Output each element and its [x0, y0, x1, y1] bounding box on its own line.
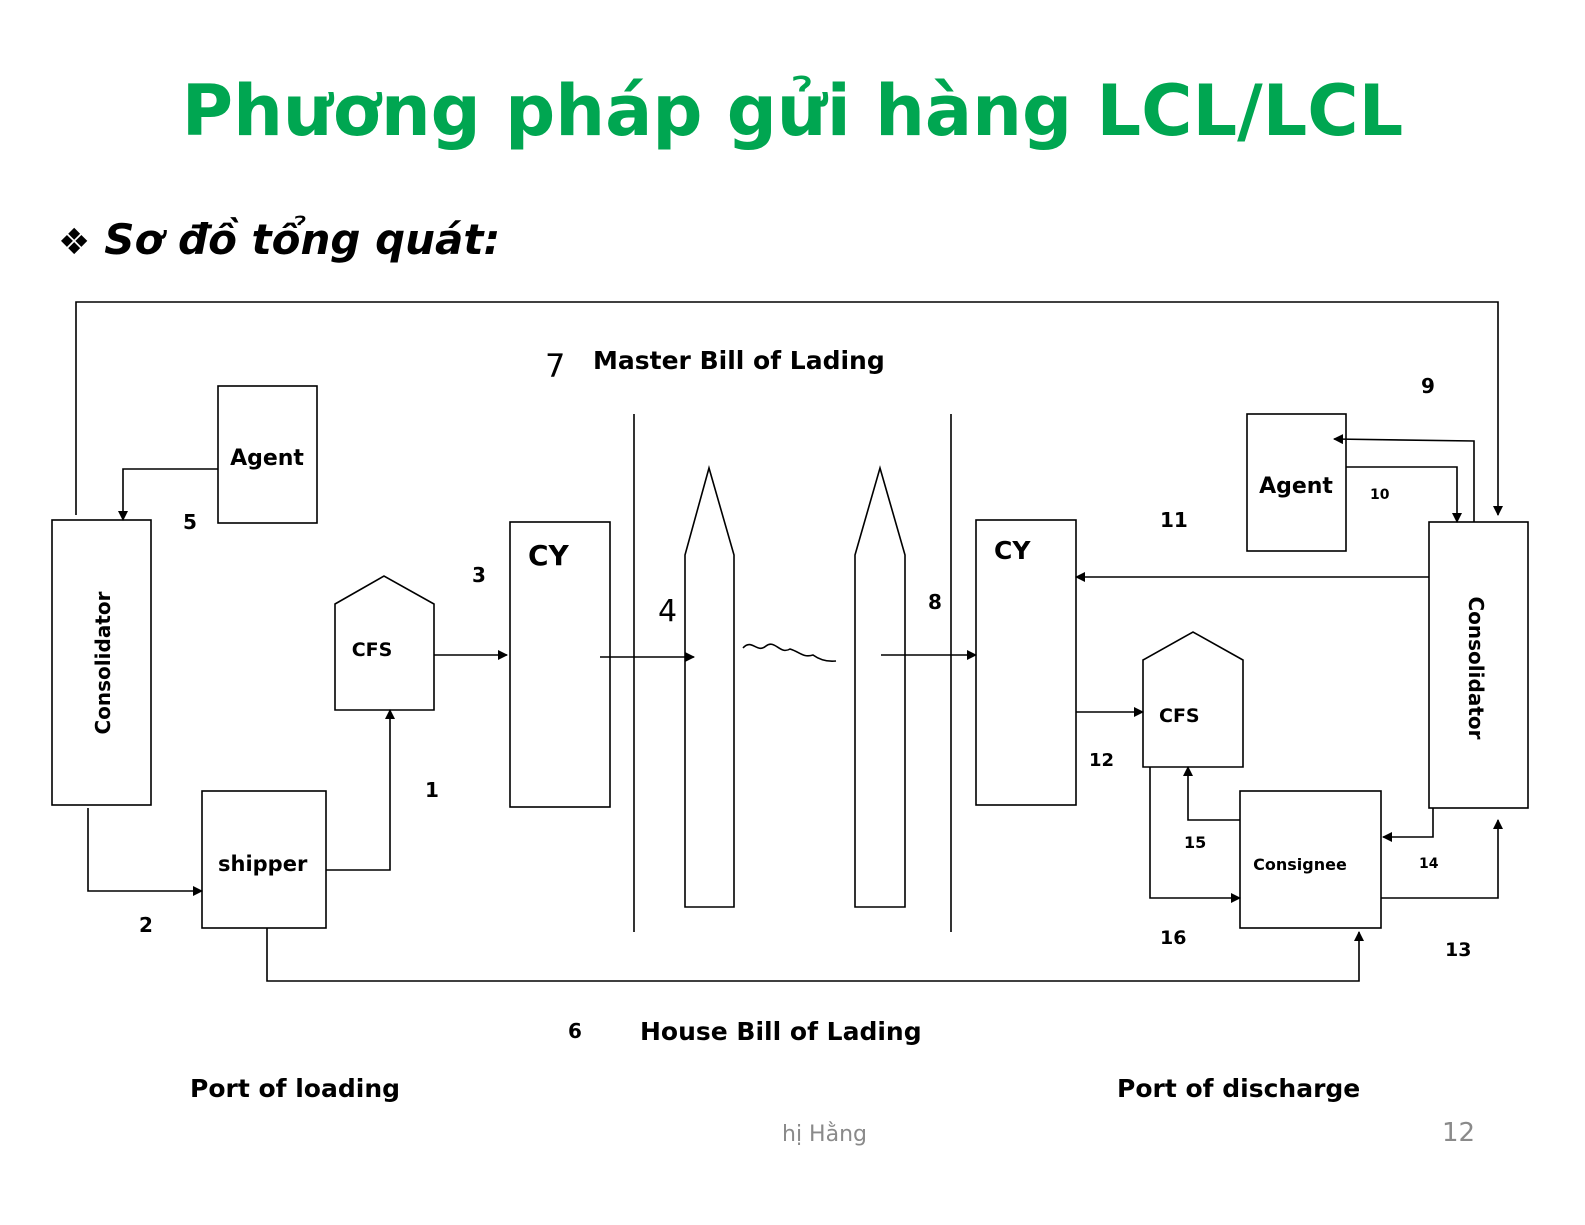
ship-left-shape [685, 468, 734, 907]
step-13: 13 [1445, 939, 1471, 961]
step-3: 3 [472, 563, 486, 587]
ship-right-shape [855, 468, 905, 907]
cfs-right-shape [1143, 632, 1243, 767]
page-number: 12 [1442, 1118, 1475, 1148]
cy-left-label: CY [528, 539, 570, 572]
cy-right-label: CY [994, 536, 1031, 565]
cfs-right-label: CFS [1159, 705, 1200, 727]
house-bl-number: 6 [568, 1019, 582, 1043]
step-11: 11 [1160, 508, 1188, 532]
step-2: 2 [139, 913, 153, 937]
step-5: 5 [183, 510, 197, 534]
arrow-consignee-to-consolidator [1381, 820, 1498, 898]
step-14: 14 [1419, 856, 1439, 872]
consolidator-right-label: Consolidator [1464, 597, 1488, 740]
master-bl-label: Master Bill of Lading [593, 346, 885, 375]
shipper-label: shipper [218, 852, 308, 876]
step-16: 16 [1160, 927, 1186, 949]
arrow-consolidator-to-consignee [1383, 808, 1433, 837]
arrow-agent-to-consolidator [123, 469, 218, 520]
arrow-consolidator-to-agent [1334, 439, 1474, 522]
sea-wave [743, 644, 836, 661]
port-loading-label: Port of loading [190, 1074, 400, 1103]
arrow-agent-to-consolidator-right [1346, 467, 1457, 522]
master-bl-number: 7 [545, 347, 565, 385]
arrow-shipper-to-cfs [326, 710, 390, 870]
arrow-consignee-to-cfs [1188, 767, 1240, 820]
consolidator-left-label: Consolidator [91, 591, 115, 734]
step-15: 15 [1184, 833, 1206, 852]
agent-right-label: Agent [1259, 474, 1333, 499]
step-1: 1 [425, 778, 439, 802]
step-12: 12 [1089, 750, 1114, 771]
cfs-left-label: CFS [352, 639, 393, 661]
footer-author: hị Hằng [782, 1122, 867, 1147]
step-4: 4 [658, 594, 677, 629]
house-bl-label: House Bill of Lading [640, 1017, 922, 1046]
arrow-consolidator-to-shipper [88, 808, 202, 891]
step-9: 9 [1421, 374, 1435, 398]
agent-left-label: Agent [230, 446, 304, 471]
house-bl-line [267, 928, 1359, 981]
step-10: 10 [1370, 487, 1390, 503]
step-8: 8 [928, 590, 942, 614]
port-discharge-label: Port of discharge [1117, 1074, 1360, 1103]
consignee-label: Consignee [1253, 855, 1347, 874]
